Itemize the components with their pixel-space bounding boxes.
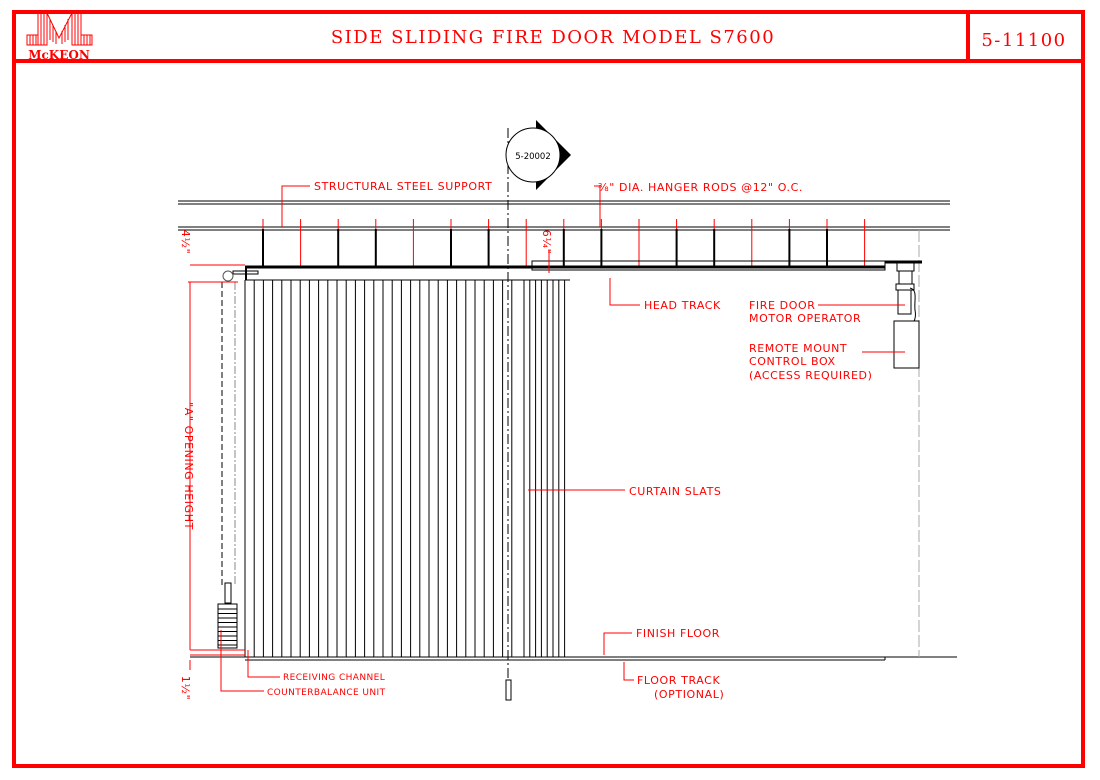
- label-floor-track-2: (OPTIONAL): [654, 688, 724, 701]
- label-motor-operator-1: FIRE DOOR: [749, 299, 816, 312]
- label-hanger-rods: ⅜" DIA. HANGER RODS @12" O.C.: [598, 181, 803, 194]
- label-counterbalance: COUNTERBALANCE UNIT: [267, 688, 386, 698]
- label-control-box-2: CONTROL BOX: [749, 355, 836, 368]
- label-receiving-channel: RECEIVING CHANNEL: [283, 673, 385, 683]
- label-curtain-slats: CURTAIN SLATS: [629, 485, 721, 498]
- section-marker: 5-20002: [505, 120, 571, 190]
- label-control-box-3: (ACCESS REQUIRED): [749, 369, 873, 382]
- label-opening-height: "A" OPENING HEIGHT: [182, 402, 195, 530]
- floor-guide: [505, 679, 512, 701]
- label-structural-support: STRUCTURAL STEEL SUPPORT: [314, 180, 492, 193]
- label-floor-track-1: FLOOR TRACK: [637, 674, 720, 687]
- head-track: [222, 260, 886, 282]
- drawing-title: SIDE SLIDING FIRE DOOR MODEL S7600: [331, 27, 775, 48]
- section-marker-text: 5-20002: [515, 152, 551, 162]
- drawing-number: 5-11100: [981, 30, 1066, 51]
- label-motor-operator-2: MOTOR OPERATOR: [749, 312, 861, 325]
- finish-floor: [190, 649, 957, 661]
- drawing-border: [12, 10, 1085, 768]
- leader-lines: [188, 185, 905, 692]
- counterbalance-unit: [217, 282, 238, 649]
- dim-bottom: 1½": [179, 676, 192, 701]
- label-finish-floor: FINISH FLOOR: [636, 627, 720, 640]
- mckeon-logo: McKEON: [26, 12, 93, 62]
- label-head-track: HEAD TRACK: [644, 299, 721, 312]
- dim-top-left: 4½": [179, 230, 192, 255]
- label-control-box-1: REMOTE MOUNT: [749, 342, 847, 355]
- curtain-slats: [244, 280, 566, 657]
- control-box: [893, 320, 920, 369]
- dim-top-mid: 6¼": [540, 230, 553, 255]
- motor-operator: [885, 260, 922, 329]
- logo-text: McKEON: [28, 48, 90, 62]
- hanger-rods: [262, 219, 866, 267]
